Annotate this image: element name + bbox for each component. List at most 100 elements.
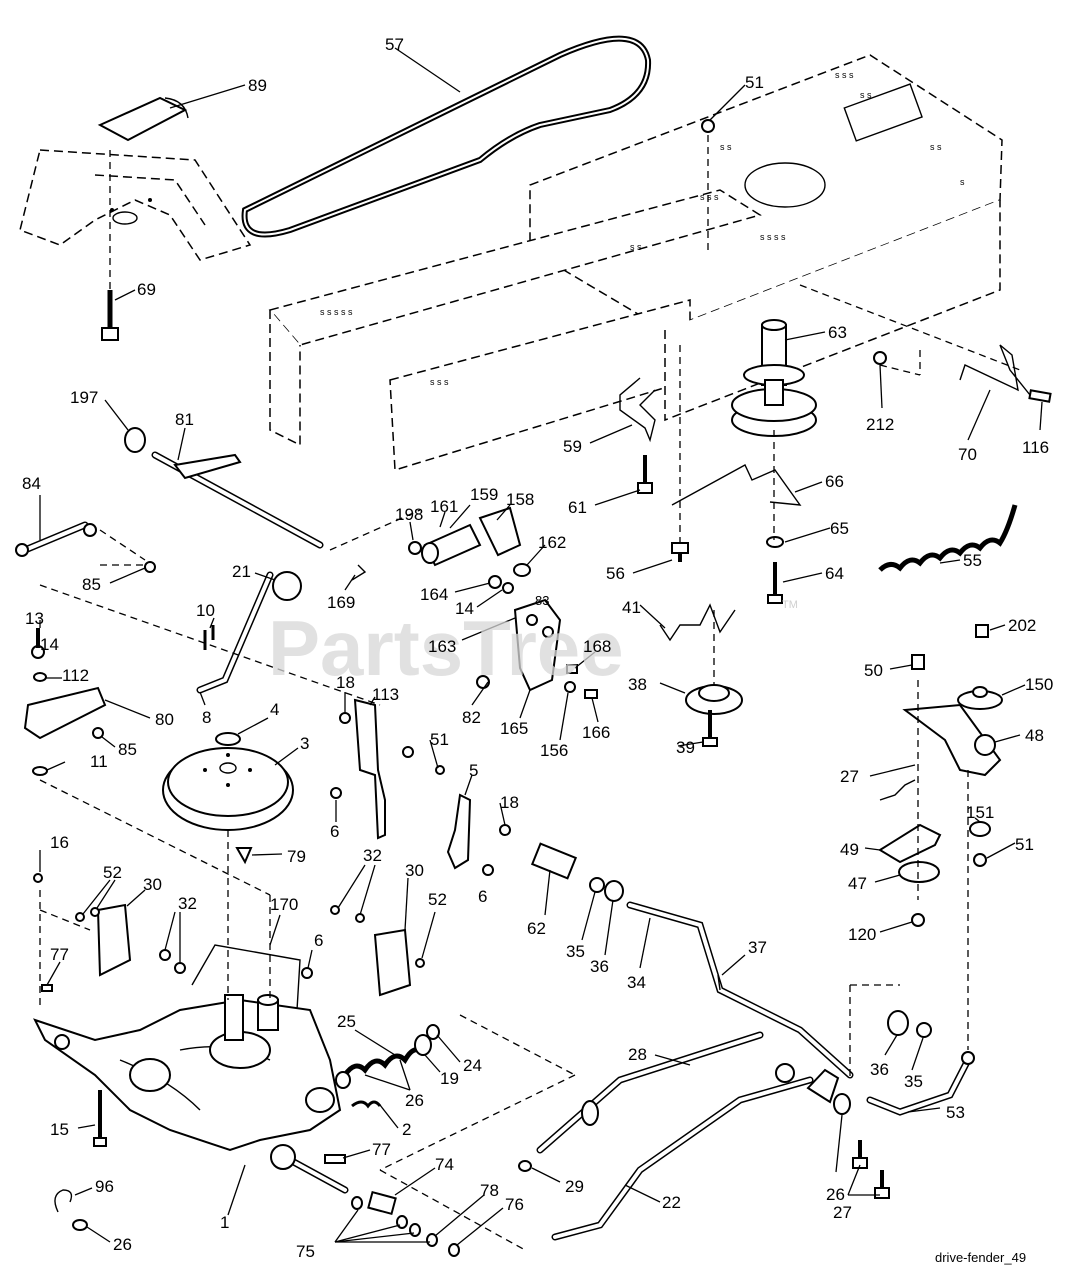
- callout-62: 62: [527, 919, 546, 938]
- bolt-61: [637, 455, 653, 494]
- callout-81: 81: [175, 410, 194, 429]
- callout-15: 15: [50, 1120, 69, 1139]
- svg-text:s s s: s s s: [430, 377, 449, 387]
- svg-text:s s: s s: [930, 142, 942, 152]
- pin-37: [717, 974, 721, 991]
- spring-55: [878, 504, 1018, 572]
- callout-47: 47: [848, 874, 867, 893]
- bolt-64: [767, 562, 783, 604]
- rod-170: [191, 944, 301, 1011]
- svg-text:s s s s s: s s s s s: [320, 307, 353, 317]
- callout-161: 161: [430, 497, 458, 516]
- pulley-150: [957, 686, 1003, 710]
- callout-198: 198: [395, 505, 423, 524]
- callout-162: 162: [538, 533, 566, 552]
- callout-113: 113: [372, 685, 399, 704]
- svg-text:s s s: s s s: [700, 192, 719, 202]
- pulley-63: [731, 319, 817, 437]
- callout-41: 41: [622, 598, 641, 617]
- callout-26c: 26: [113, 1235, 132, 1254]
- bolt-6b: [482, 864, 494, 876]
- ring-4: [215, 732, 241, 746]
- callout-34: 34: [627, 973, 646, 992]
- callout-30b: 30: [405, 861, 424, 880]
- callout-14b: 14: [40, 635, 59, 654]
- spacer-74: [351, 1190, 460, 1257]
- callout-52b: 52: [428, 890, 447, 909]
- bracket-30-right: [330, 905, 425, 997]
- pulley-3: [162, 747, 294, 831]
- callout-156: 156: [540, 741, 568, 760]
- nut-16: [33, 873, 43, 883]
- watermark-trademark: TM: [782, 599, 798, 611]
- callout-158: 158: [506, 490, 534, 509]
- callout-169: 169: [327, 593, 355, 612]
- callout-77b: 77: [372, 1140, 391, 1159]
- svg-text:s s: s s: [860, 90, 872, 100]
- callout-52: 52: [103, 863, 122, 882]
- callout-5: 5: [469, 761, 478, 780]
- callout-27: 27: [840, 767, 859, 786]
- callout-18: 18: [336, 673, 355, 692]
- callout-166: 166: [582, 723, 610, 742]
- callout-50: 50: [864, 661, 883, 680]
- callout-84: 84: [22, 474, 41, 493]
- callout-168: 168: [583, 637, 611, 656]
- bracket-rod-end: [806, 1068, 890, 1199]
- rod-70: [959, 344, 1052, 403]
- callout-55: 55: [963, 551, 982, 570]
- callout-51c: 51: [1015, 835, 1034, 854]
- rod-66: [671, 464, 802, 506]
- callout-4: 4: [270, 700, 279, 719]
- callout-112: 112: [62, 666, 89, 685]
- washer-36b: [887, 1010, 909, 1036]
- bracket-89: [97, 96, 189, 142]
- callout-159: 159: [470, 485, 498, 504]
- bracket-83-165: [513, 598, 562, 692]
- callout-57: 57: [385, 35, 404, 54]
- nut-35b: [916, 1022, 932, 1038]
- callout-151: 151: [966, 803, 994, 822]
- bolt-15: [93, 1090, 107, 1147]
- callout-64: 64: [825, 564, 844, 583]
- callout-37: 37: [748, 938, 767, 957]
- callout-6: 6: [330, 822, 339, 841]
- nut-85: [144, 561, 156, 573]
- callout-10: 10: [196, 601, 215, 620]
- lever-84: [15, 521, 97, 557]
- callout-2: 2: [402, 1120, 411, 1139]
- callout-39: 39: [676, 738, 695, 757]
- callout-6c: 6: [314, 931, 323, 950]
- alignment-lines: [39, 135, 1021, 1251]
- callout-56: 56: [606, 564, 625, 583]
- nut-51c: [973, 853, 987, 867]
- callout-22: 22: [662, 1193, 681, 1212]
- leader-lines: [39, 47, 1043, 1246]
- callout-13: 13: [25, 609, 44, 628]
- callout-80: 80: [155, 710, 174, 729]
- callout-79: 79: [287, 847, 306, 866]
- bolt-6c: [301, 967, 313, 979]
- bolt-166: [584, 689, 598, 699]
- svg-text:s s s s: s s s s: [760, 232, 786, 242]
- key-79: [235, 847, 253, 865]
- callout-78: 78: [480, 1181, 499, 1200]
- callout-26: 26: [405, 1091, 424, 1110]
- callout-212: 212: [866, 415, 894, 434]
- frame-chassis: s s ss s s ss s s s s s ss s s s s s ss …: [268, 54, 1003, 471]
- rod-53: [866, 1051, 975, 1116]
- callout-18b: 18: [500, 793, 519, 812]
- callout-21: 21: [232, 562, 251, 581]
- callout-63: 63: [828, 323, 847, 342]
- shaft-81: [124, 427, 324, 549]
- callout-85b: 85: [118, 740, 137, 759]
- callout-74: 74: [435, 1155, 454, 1174]
- callout-83: 83: [535, 593, 549, 608]
- callout-26b: 26: [826, 1185, 845, 1204]
- pin-77b: [324, 1154, 346, 1164]
- callout-197: 197: [70, 388, 98, 407]
- callout-3: 3: [300, 734, 309, 753]
- callout-6b: 6: [478, 887, 487, 906]
- rod-22: [551, 1063, 814, 1241]
